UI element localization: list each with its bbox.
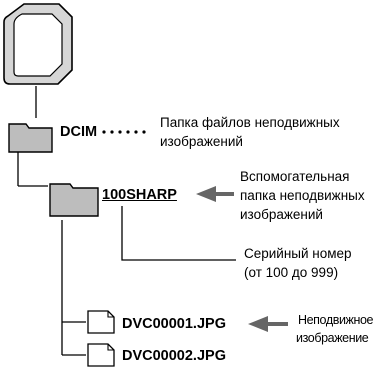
dcim-folder-label: DCIM [60,124,98,140]
serial-bracket [121,206,236,261]
folder-icon [8,123,53,153]
file2-label: DVC00002.JPG [122,348,226,364]
serial-note-line1: Серийный номер [244,246,352,261]
dcim-note-line2: изображений [160,134,243,149]
arrow-subfolder [196,186,234,202]
subfolder-label: 100SHARP [102,187,177,203]
file-icon [87,343,115,367]
dcim-note-line1: Папка файлов неподвижных [160,115,340,130]
arrow-file [248,316,288,332]
dotted-leader [102,130,146,134]
file-icon [87,310,115,334]
folder-icon [49,183,99,217]
subfolder-note-line1: Вспомогательная [240,169,350,184]
memory-card-icon [3,3,73,85]
subfolder-note-line2: папка неподвижных [240,188,365,203]
file-note-line2: изображение [296,331,369,345]
file-note-line1: Неподвижное [298,313,374,327]
serial-note-line2: (от 100 до 999) [244,265,339,280]
file1-label: DVC00001.JPG [122,316,226,332]
subfolder-note-line3: изображений [240,207,323,222]
